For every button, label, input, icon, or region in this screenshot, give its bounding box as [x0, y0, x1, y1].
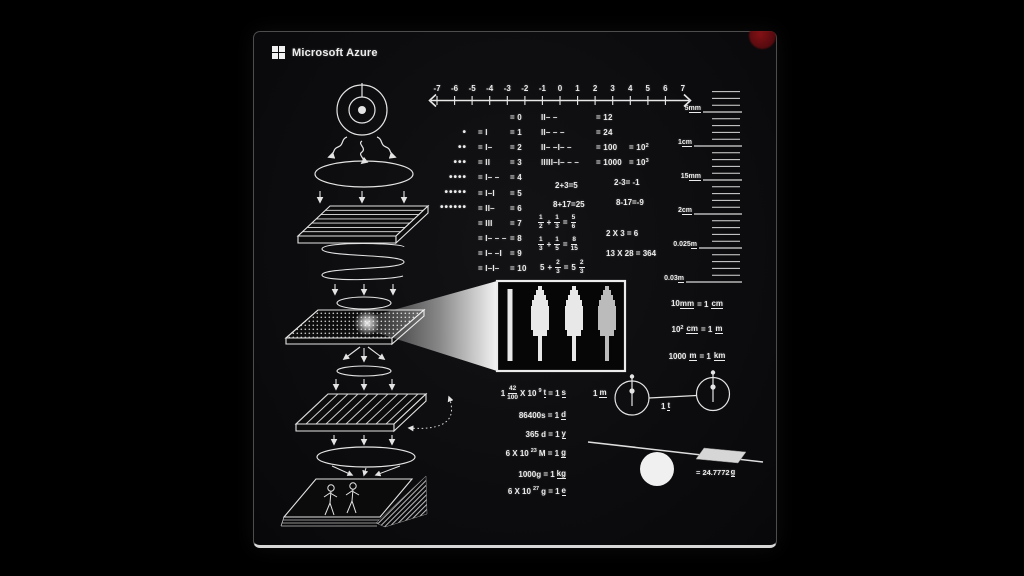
counting-row: •= I= 1	[462, 126, 522, 138]
magnified-view-box	[495, 279, 627, 373]
coil	[321, 242, 405, 281]
mirror-plate	[294, 392, 428, 433]
counting-row: ••= I–= 2	[457, 141, 522, 153]
counting-row: •••••= I–I= 5	[444, 187, 522, 199]
binary-row: IIIII–I– – –= 1000= 103	[541, 158, 649, 168]
human-figures-stack	[280, 475, 428, 528]
beam-arrows-3	[332, 379, 396, 391]
counting-row: ••••••= II–= 6	[439, 202, 522, 214]
ruler-label-15mm: 15mm	[680, 173, 701, 181]
number-line-left-arrow	[428, 93, 437, 108]
counting-row: = 0	[510, 113, 522, 123]
azure-logo-text: Microsoft Azure	[292, 46, 378, 59]
lens-1	[314, 160, 414, 188]
ruler-label-0025m: 0.025m	[673, 241, 697, 249]
magnifier-beam	[368, 281, 497, 371]
human-figure-female	[345, 482, 360, 514]
beam-arrows-4	[330, 435, 396, 446]
binary-powers-table: II– –= 12 II– – –= 24 II– –I– –= 100= 10…	[541, 110, 649, 170]
counting-table: = 0 •= I= 1 ••= I–= 2 •••= II= 3 ••••= I…	[408, 110, 527, 276]
number-line	[428, 93, 692, 108]
grating-plate	[296, 204, 430, 245]
equation-multiplication-1: 2 X 3 = 6	[606, 229, 639, 238]
balance-diagram	[587, 441, 764, 486]
ruler-label-1cm: 1cm	[677, 139, 692, 147]
ruler-label-003m: 0.03m	[664, 275, 684, 283]
plaque-corner-clip	[253, 31, 777, 548]
binary-row: II– –= 12	[541, 113, 613, 123]
counting-row: = I– – –= 8	[478, 233, 522, 243]
conversion-m-km: 1000 m = 1 km	[668, 351, 726, 362]
equation-subtraction-1: 2-3= -1	[614, 178, 640, 187]
human-figure-male	[323, 484, 338, 516]
write-spot-glow	[354, 310, 380, 336]
counting-row: = I– –I= 9	[478, 248, 522, 258]
diverging-arrows	[342, 346, 386, 363]
ruler-label-2cm: 2cm	[677, 207, 692, 215]
equation-subtraction-2: 8-17=-9	[616, 198, 644, 207]
lens-4	[316, 446, 416, 468]
balance-plate	[695, 447, 747, 464]
lens-2	[336, 296, 392, 310]
binary-row: II– – –= 24	[541, 128, 613, 138]
number-line-right-arrow	[683, 93, 692, 108]
voxel-bar	[507, 289, 513, 361]
beam-arrows-2	[331, 284, 397, 296]
equation-addition-2: 8+17=25	[553, 200, 585, 209]
binary-row: II– –I– –= 100= 102	[541, 143, 649, 153]
lens-3	[336, 365, 392, 377]
equation-addition-1: 2+3=5	[555, 181, 578, 190]
counting-row: ••••= I– –= 4	[448, 171, 522, 183]
equation-multiplication-2: 13 X 28 = 364	[606, 249, 657, 258]
beam-arrows-1	[316, 191, 408, 204]
page-edge-wedge	[375, 475, 428, 528]
microsoft-logo-icon	[272, 46, 285, 59]
counting-row: = I–I–= 10	[478, 263, 527, 273]
focus-lines	[331, 465, 401, 477]
rotation-arrow	[407, 395, 454, 432]
counting-row: = III= 7	[478, 218, 522, 228]
radiation-source-icon	[327, 83, 397, 165]
balance-ball	[640, 452, 674, 486]
rotation-diagrams	[614, 370, 731, 416]
azure-logo: Microsoft Azure	[272, 46, 378, 59]
ruler-label-5mm: 5mm	[684, 105, 701, 113]
counting-row: •••= II= 3	[453, 156, 522, 168]
red-seal-dot	[749, 31, 776, 49]
metric-ruler	[686, 91, 742, 283]
